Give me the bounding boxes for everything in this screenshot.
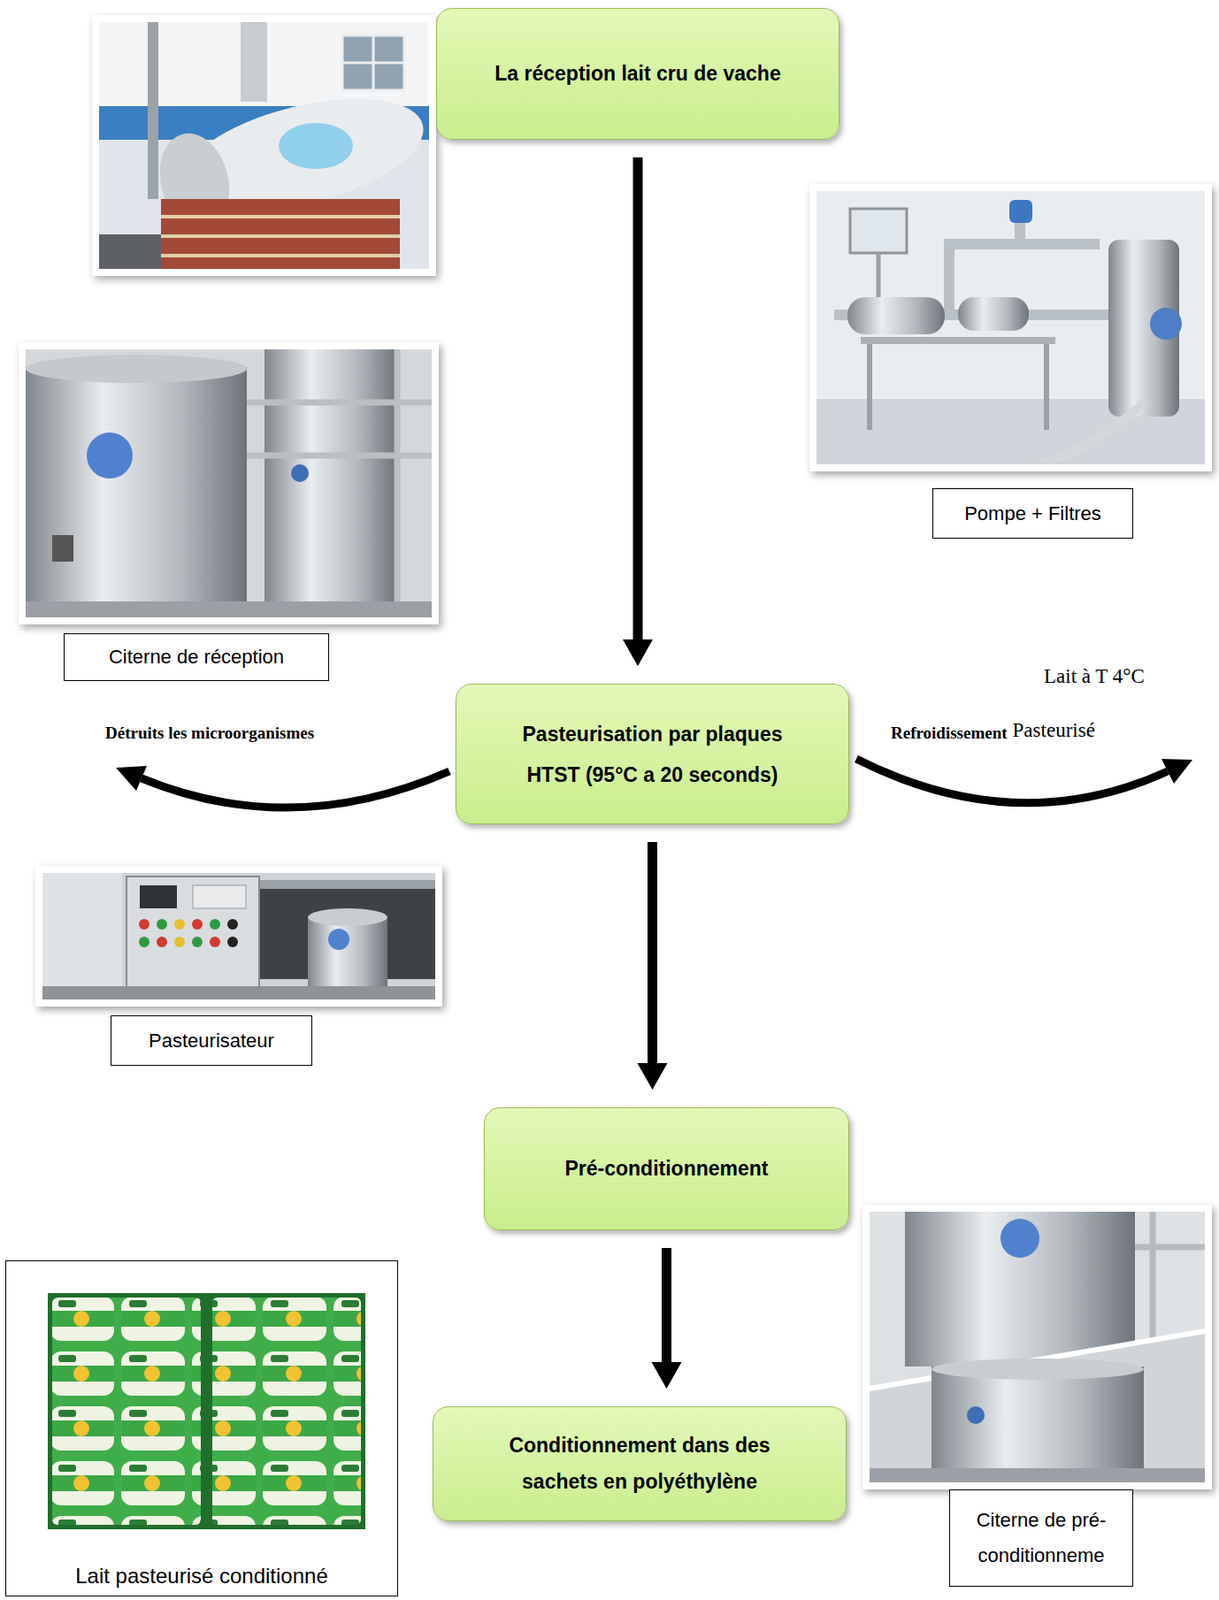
arrow-shaft	[661, 1248, 672, 1366]
photo-panel: Lait pasteurisé conditionné	[5, 1260, 399, 1597]
arrow-shaft	[647, 842, 658, 1067]
caption-box: Pasteurisateur	[110, 1015, 313, 1066]
tanks-photo	[25, 349, 432, 618]
curved-arrow	[141, 771, 450, 808]
note-text: Lait à T 4°C	[1043, 665, 1145, 689]
photo-frame	[18, 342, 439, 625]
process-box: Pré-conditionnement	[483, 1107, 850, 1231]
arrowhead	[651, 1362, 683, 1389]
caption-box: Citerne de réception	[63, 633, 330, 682]
curved-arrow	[856, 759, 1168, 804]
milk-bags-photo	[47, 1293, 366, 1530]
pump-photo	[816, 191, 1205, 465]
box-text: Conditionnement dans des sachets en poly…	[489, 1427, 790, 1502]
process-box: La réception lait cru de vache	[436, 7, 840, 140]
box-text: Citerne de réception	[108, 639, 284, 675]
caption-box: Citerne de pré-conditionneme	[949, 1489, 1134, 1587]
process-box: Pasteurisation par plaques HTST (95°C a …	[455, 683, 850, 825]
preconditioning-tanks-photo	[869, 1211, 1205, 1483]
arrow-label: Refroidissement	[890, 723, 1008, 744]
flow-arrow	[651, 1248, 683, 1389]
arrowhead	[637, 1063, 668, 1090]
flow-arrow	[637, 842, 668, 1090]
arrow-label: Pasteurisé	[1012, 719, 1096, 743]
arrow-shaft	[633, 157, 644, 644]
box-text: Pasteurisateur	[148, 1023, 275, 1059]
box-text: Citerne de pré-conditionneme	[961, 1502, 1121, 1573]
photo-frame	[35, 866, 443, 1007]
pasteurizer-photo	[42, 873, 436, 1000]
box-text: Lait pasteurisé conditionné	[75, 1564, 329, 1589]
arrowhead	[115, 766, 147, 791]
arrowhead	[622, 639, 653, 667]
box-text: La réception lait cru de vache	[494, 61, 781, 88]
box-text: Pompe + Filtres	[964, 496, 1102, 532]
box-text: Pasteurisation par plaques HTST (95°C a …	[493, 713, 813, 796]
photo-frame	[809, 184, 1212, 472]
arrowhead	[1161, 759, 1193, 784]
process-box: Conditionnement dans des sachets en poly…	[432, 1406, 847, 1522]
truck-photo	[99, 22, 435, 269]
box-text: Pré-conditionnement	[564, 1156, 768, 1183]
arrow-label: Détruits les microorganismes	[105, 723, 315, 744]
photo-frame	[92, 15, 437, 276]
caption-box: Pompe + Filtres	[932, 488, 1134, 539]
photo-frame	[862, 1204, 1212, 1490]
flow-arrow	[622, 157, 653, 667]
